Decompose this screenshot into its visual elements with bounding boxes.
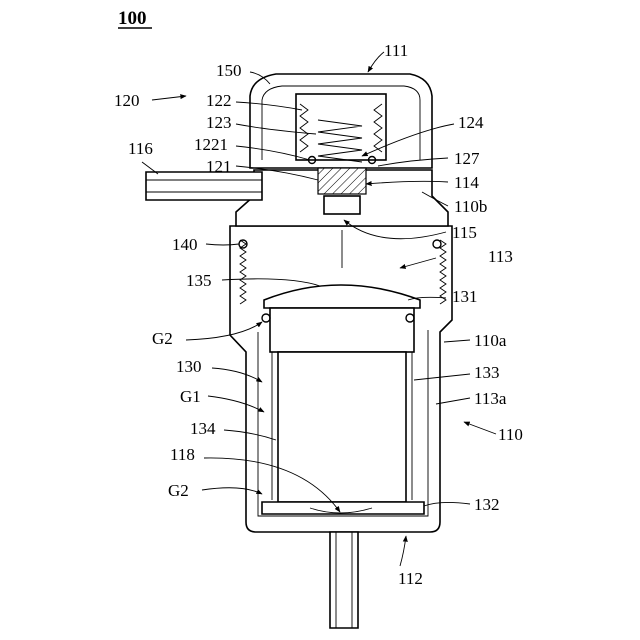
label-127: 127 [454, 149, 480, 168]
label-114: 114 [454, 173, 479, 192]
label-123: 123 [206, 113, 232, 132]
label-115: 115 [452, 223, 477, 242]
figure-number: 100 [118, 8, 147, 29]
label-140: 140 [172, 235, 198, 254]
label-G2-bottom: G2 [168, 481, 189, 500]
label-124: 124 [458, 113, 484, 132]
label-121: 121 [206, 157, 232, 176]
label-110a: 110a [474, 331, 507, 350]
label-130: 130 [176, 357, 202, 376]
label-122: 122 [206, 91, 232, 110]
label-116: 116 [128, 139, 153, 158]
label-113: 113 [488, 247, 513, 266]
label-120: 120 [114, 91, 140, 110]
label-110b: 110b [454, 197, 487, 216]
label-112: 112 [398, 569, 423, 588]
label-G1: G1 [180, 387, 201, 406]
label-150: 150 [216, 61, 242, 80]
label-135: 135 [186, 271, 212, 290]
label-132: 132 [474, 495, 500, 514]
label-111: 111 [384, 41, 408, 60]
label-131: 131 [452, 287, 478, 306]
label-1221: 1221 [194, 135, 228, 154]
label-110: 110 [498, 425, 523, 444]
label-113a: 113a [474, 389, 507, 408]
label-G2-top: G2 [152, 329, 173, 348]
label-134: 134 [190, 419, 216, 438]
label-133: 133 [474, 363, 500, 382]
label-118: 118 [170, 445, 195, 464]
